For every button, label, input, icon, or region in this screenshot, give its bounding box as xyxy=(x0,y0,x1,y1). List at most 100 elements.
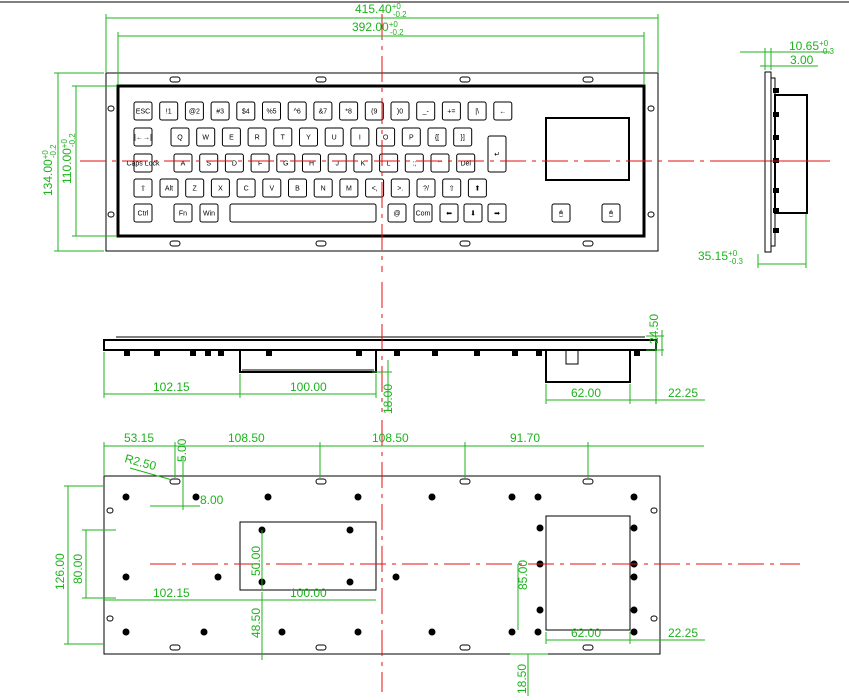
key-r2-0[interactable]: Q xyxy=(170,127,190,147)
key-r2-1[interactable]: W xyxy=(196,127,216,147)
svg-text:X: X xyxy=(218,186,223,193)
key-r1-1[interactable]: !1 xyxy=(159,101,179,121)
key-mouse-right[interactable]: 🖱 xyxy=(601,203,621,223)
svg-text:N: N xyxy=(321,186,326,193)
key-r1-12[interactable]: += xyxy=(441,101,461,121)
key-r2-3[interactable]: R xyxy=(247,127,267,147)
key-r4-4[interactable]: V xyxy=(262,178,282,198)
mid-dim-right: 22.25 xyxy=(668,386,698,400)
key-r3-1[interactable]: S xyxy=(199,153,219,173)
key-at[interactable]: @ xyxy=(387,203,407,223)
key-right[interactable]: ➡ xyxy=(487,203,507,223)
key-r4-12[interactable]: ⬆ xyxy=(467,178,487,198)
svg-text:$4: $4 xyxy=(242,109,250,116)
key-r2-8[interactable]: O xyxy=(376,127,396,147)
key-r4-2[interactable]: X xyxy=(210,178,230,198)
mid-dim-box: 100.00 xyxy=(290,380,327,394)
key-r2-2[interactable]: E xyxy=(221,127,241,147)
key-r3-9[interactable]: :; xyxy=(404,153,424,173)
key-r2-10[interactable]: {[ xyxy=(427,127,447,147)
bottom-view: 53.15 5.00 108.50 108.50 91.70 R2.50 8.0… xyxy=(53,420,800,696)
svg-text:↵: ↵ xyxy=(494,152,500,159)
svg-text:Del: Del xyxy=(460,161,471,168)
key-r4-7[interactable]: M xyxy=(339,178,359,198)
bot-dim-53: 53.15 xyxy=(124,431,154,445)
key-r1-6[interactable]: ^6 xyxy=(287,101,307,121)
key-space[interactable] xyxy=(229,203,377,223)
key-r3-3[interactable]: F xyxy=(250,153,270,173)
key-r1-14[interactable]: ← xyxy=(493,101,513,121)
mounting-hole xyxy=(278,628,286,636)
svg-text:O: O xyxy=(383,135,389,142)
svg-text:Ctrl: Ctrl xyxy=(138,211,149,218)
mid-dim-left: 102.15 xyxy=(153,380,190,394)
key-r4-3[interactable]: C xyxy=(236,178,256,198)
key-r3-2[interactable]: D xyxy=(224,153,244,173)
key-r1-13[interactable]: |\ xyxy=(467,101,487,121)
key-r4-6[interactable]: N xyxy=(313,178,333,198)
key-r3-6[interactable]: J xyxy=(327,153,347,173)
key-r3-5[interactable]: H xyxy=(302,153,321,173)
mounting-hole xyxy=(536,524,544,532)
key-r4-0[interactable]: Alt xyxy=(159,178,179,198)
key-r2-5[interactable]: Y xyxy=(299,127,318,147)
key-r1-7[interactable]: &7 xyxy=(313,101,333,121)
key-r4-8[interactable]: <, xyxy=(365,178,385,198)
key-r2-4[interactable]: T xyxy=(273,127,293,147)
key-r4-1[interactable]: Z xyxy=(185,178,205,198)
key-r4-5[interactable]: B xyxy=(288,178,307,198)
key-r3-11[interactable]: Del xyxy=(456,153,476,173)
key-down[interactable]: ⬇ xyxy=(463,203,483,223)
key-r2-6[interactable]: U xyxy=(324,127,344,147)
svg-text:B: B xyxy=(295,186,300,193)
key-ctrl[interactable]: Ctrl xyxy=(133,203,153,223)
key-r3-8[interactable]: L xyxy=(379,153,399,173)
touchpad xyxy=(545,117,630,181)
side-dim-top: 10.65+0-0.3 xyxy=(789,39,834,56)
key-caps[interactable]: Caps Lock xyxy=(126,153,160,173)
key-r2-11[interactable]: }] xyxy=(453,127,473,147)
svg-text:)0: )0 xyxy=(397,109,403,116)
svg-text:R: R xyxy=(255,135,260,142)
key-r4-9[interactable]: >. xyxy=(390,178,410,198)
key-r1-10[interactable]: )0 xyxy=(390,101,410,121)
key-r2-9[interactable]: P xyxy=(401,127,421,147)
svg-text:M: M xyxy=(346,186,352,193)
key-fn[interactable]: Fn xyxy=(173,203,193,223)
dim-inner-width-label: 392.00+0-0.2 xyxy=(352,20,404,37)
svg-text:Win: Win xyxy=(203,211,215,218)
svg-text:➡: ➡ xyxy=(494,211,500,218)
svg-text:U: U xyxy=(332,135,337,142)
key-r3-10[interactable]: "' xyxy=(430,153,450,173)
key-mouse-left[interactable]: 🖱 xyxy=(551,203,571,223)
key-win[interactable]: Win xyxy=(199,203,219,223)
key-r3-7[interactable]: K xyxy=(353,153,373,173)
svg-text:*8: *8 xyxy=(345,109,352,116)
svg-text:Caps Lock: Caps Lock xyxy=(126,161,160,168)
svg-text:|←→|: |←→| xyxy=(134,135,152,142)
key-r1-5[interactable]: %5 xyxy=(262,101,281,121)
key-r1-4[interactable]: $4 xyxy=(236,101,256,121)
key-enter[interactable]: ↵ xyxy=(487,135,507,173)
key-r3-4[interactable]: G xyxy=(276,153,296,173)
key-r1-2[interactable]: @2 xyxy=(184,101,204,121)
mounting-hole xyxy=(354,628,362,636)
key-r3-0[interactable]: A xyxy=(173,153,193,173)
key-r4-11[interactable]: ⇧ xyxy=(442,178,462,198)
key-r1-8[interactable]: *8 xyxy=(339,101,359,121)
key-shift-left[interactable]: ⇧ xyxy=(133,178,153,198)
key-tab[interactable]: |←→| xyxy=(133,127,153,147)
key-com[interactable]: Com xyxy=(413,203,433,223)
key-r1-9[interactable]: (9 xyxy=(364,101,384,121)
mounting-hole xyxy=(630,606,638,614)
key-r2-7[interactable]: I xyxy=(350,127,370,147)
mounting-hole xyxy=(122,573,130,581)
key-left[interactable]: ⬅ xyxy=(439,203,459,223)
key-r4-10[interactable]: ?/ xyxy=(416,178,436,198)
svg-text:^6: ^6 xyxy=(294,109,301,116)
svg-text:"': "' xyxy=(438,161,442,168)
key-r1-0[interactable]: ESC xyxy=(133,101,153,121)
key-r1-3[interactable]: #3 xyxy=(210,101,230,121)
key-r1-11[interactable]: _- xyxy=(416,101,436,121)
mounting-hole xyxy=(534,628,542,636)
